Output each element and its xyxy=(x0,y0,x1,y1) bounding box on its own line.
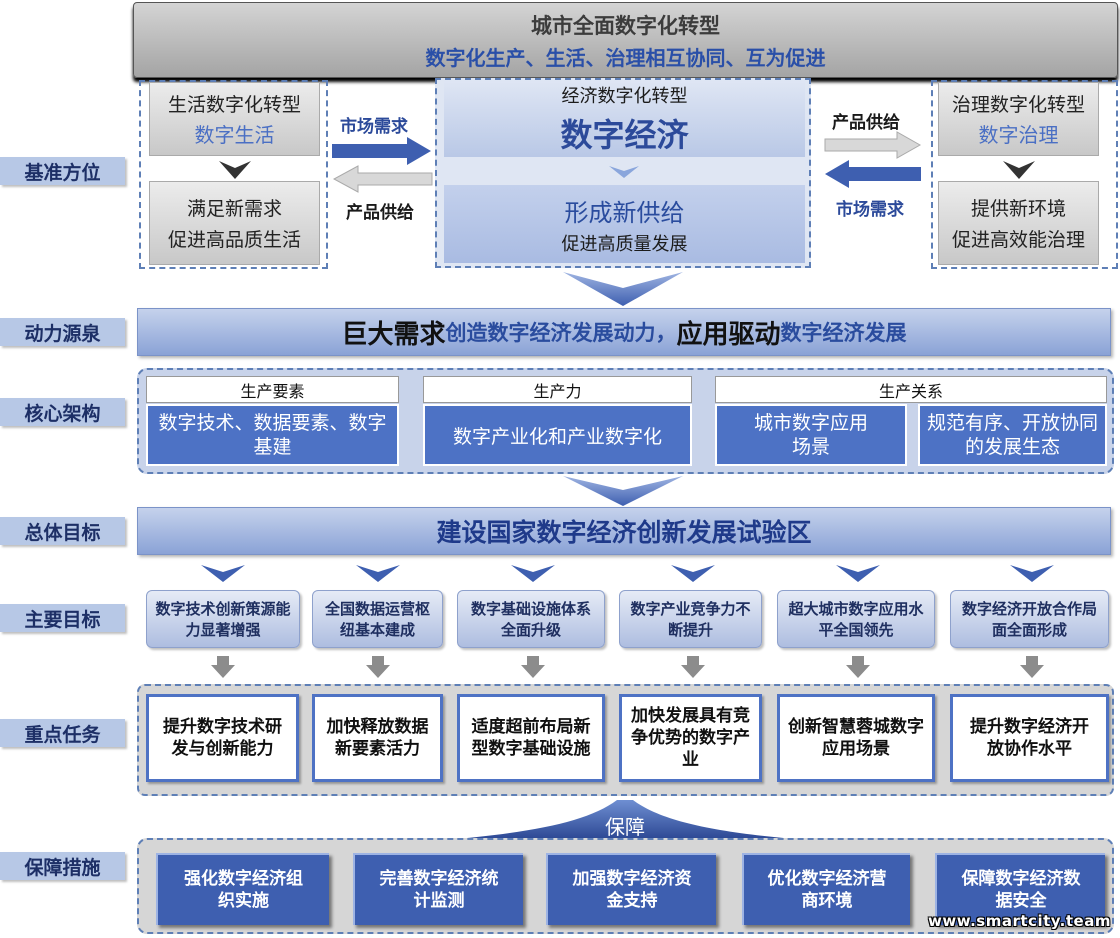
goal-chevron-icon-5 xyxy=(836,565,880,582)
main-goal-1: 数字技术创新策源能力显著增强 xyxy=(146,590,300,648)
watermark: www.smartcity.team xyxy=(928,912,1111,930)
core-header-productivity: 生产力 xyxy=(423,376,692,403)
big-chevron-down-icon-1 xyxy=(563,272,683,306)
guarantee-5: 保障数字经济数据安全 xyxy=(935,853,1105,925)
governance-bottom-box: 提供新环境 促进高效能治理 xyxy=(938,181,1099,265)
governance-bottom-line2: 促进高效能治理 xyxy=(951,229,1085,251)
arrow-right-product-supply-icon xyxy=(824,131,922,159)
grey-arrow-down-icon-4 xyxy=(681,656,705,678)
guarantee-3: 加强数字经济资金支持 xyxy=(546,853,716,925)
core-header-production-relations: 生产关系 xyxy=(715,376,1107,403)
governance-top-box: 治理数字化转型 数字治理 xyxy=(938,82,1099,156)
core-item-ecosystem: 规范有序、开放协同的发展生态 xyxy=(918,404,1107,466)
guarantee-label: 保障 xyxy=(605,814,645,839)
core-item-city-scenarios: 城市数字应用场景 xyxy=(715,404,907,466)
arrow-label-right-bottom: 市场需求 xyxy=(836,200,904,220)
row-label-main-goals: 主要目标 xyxy=(0,604,125,632)
big-chevron-down-icon-2 xyxy=(563,476,683,506)
row-label-overall-goal: 总体目标 xyxy=(0,517,125,545)
arrow-label-left-bottom: 产品供给 xyxy=(346,203,414,223)
core-item-production-factors: 数字技术、数据要素、数字基建 xyxy=(146,404,399,466)
core-header-production-factors: 生产要素 xyxy=(146,376,399,403)
key-task-5: 创新智慧蓉城数字应用场景 xyxy=(777,694,935,782)
arrow-label-right-top: 产品供给 xyxy=(832,113,900,133)
guarantee-4: 优化数字经济营商环境 xyxy=(742,853,910,925)
power-part2: 创造数字经济发展动力， xyxy=(445,321,677,345)
power-part3: 应用驱动 xyxy=(676,319,781,350)
core-item-productivity: 数字产业化和产业数字化 xyxy=(423,404,692,466)
life-digital-panel xyxy=(139,80,328,269)
main-goal-5: 超大城市数字应用水平全国领先 xyxy=(777,590,935,648)
banner-subtitle: 数字化生产、生活、治理相互协同、互为促进 xyxy=(425,45,826,70)
arrow-left-market-demand-icon xyxy=(825,160,921,188)
main-goal-4: 数字产业竞争力不断提升 xyxy=(619,590,762,648)
top-banner: 城市全面数字化转型 数字化生产、生活、治理相互协同、互为促进 xyxy=(133,2,1118,78)
goal-chevron-icon-6 xyxy=(1010,565,1054,582)
main-goal-3: 数字基础设施体系全面升级 xyxy=(457,590,605,648)
goal-chevron-icon-1 xyxy=(201,565,245,582)
arrow-right-market-demand-icon xyxy=(332,137,431,165)
governance-top-line2: 数字治理 xyxy=(978,123,1059,147)
economy-bottom-box: 形成新供给 促进高质量发展 xyxy=(444,185,805,263)
arrow-left-product-supply-icon xyxy=(332,165,433,193)
guarantee-2: 完善数字经济统计监测 xyxy=(353,853,523,925)
life-bottom-line2: 促进高品质生活 xyxy=(167,229,301,251)
goal-chevron-icon-3 xyxy=(511,565,555,582)
grey-arrow-down-icon-5 xyxy=(846,656,870,678)
main-goal-2: 全国数据运营枢纽基本建成 xyxy=(312,590,443,648)
arrow-label-left-top: 市场需求 xyxy=(340,117,408,137)
power-part4: 数字经济发展 xyxy=(780,321,907,345)
economy-chevron-down-icon xyxy=(609,166,639,178)
life-bottom-line1: 满足新需求 xyxy=(186,198,282,220)
key-task-1: 提升数字技术研发与创新能力 xyxy=(146,694,299,782)
grey-arrow-down-icon-6 xyxy=(1020,656,1044,678)
power-part1: 巨大需求 xyxy=(341,319,446,350)
governance-bottom-line1: 提供新环境 xyxy=(970,198,1066,220)
grey-arrow-down-icon-2 xyxy=(366,656,390,678)
row-label-core: 核心架构 xyxy=(0,398,125,426)
life-top-box: 生活数字化转型 数字生活 xyxy=(149,82,320,156)
governance-digital-panel xyxy=(931,80,1118,269)
governance-chevron-down-icon xyxy=(1003,161,1035,179)
grey-arrow-down-icon-1 xyxy=(211,656,235,678)
guarantee-arch-icon xyxy=(392,800,858,844)
grey-arrow-down-icon-3 xyxy=(521,656,545,678)
key-task-3: 适度超前布局新型数字基础设施 xyxy=(457,694,605,782)
goal-chevron-icon-2 xyxy=(356,565,400,582)
life-chevron-down-icon xyxy=(219,161,251,179)
key-task-2: 加快释放数据新要素活力 xyxy=(312,694,443,782)
economy-bottom-line2: 促进高质量发展 xyxy=(561,233,688,255)
goal-chevron-icon-4 xyxy=(671,565,715,582)
banner-title: 城市全面数字化转型 xyxy=(531,13,720,38)
governance-top-line1: 治理数字化转型 xyxy=(951,94,1085,116)
row-label-power: 动力源泉 xyxy=(0,318,125,346)
overall-goal-bar: 建设国家数字经济创新发展试验区 xyxy=(137,507,1111,555)
life-bottom-box: 满足新需求 促进高品质生活 xyxy=(149,181,320,265)
main-goal-6: 数字经济开放合作局面全面形成 xyxy=(950,590,1109,648)
key-task-6: 提升数字经济开放协作水平 xyxy=(950,694,1109,782)
row-label-guarantee: 保障措施 xyxy=(0,852,125,880)
key-task-4: 加快发展具有竞争优势的数字产业 xyxy=(619,694,762,782)
row-label-benchmark: 基准方位 xyxy=(0,157,125,185)
economy-top-line1: 经济数字化转型 xyxy=(561,85,688,107)
row-label-key-tasks: 重点任务 xyxy=(0,719,125,747)
life-top-line2: 数字生活 xyxy=(194,123,275,147)
economy-top-line2: 数字经济 xyxy=(560,115,689,154)
economy-bottom-line1: 形成新供给 xyxy=(564,198,685,227)
guarantee-1: 强化数字经济组织实施 xyxy=(156,853,329,925)
life-top-line1: 生活数字化转型 xyxy=(167,94,301,116)
power-source-bar: 巨大需求 创造数字经济发展动力， 应用驱动 数字经济发展 xyxy=(137,308,1111,356)
economy-top-box: 经济数字化转型 数字经济 xyxy=(444,80,805,157)
